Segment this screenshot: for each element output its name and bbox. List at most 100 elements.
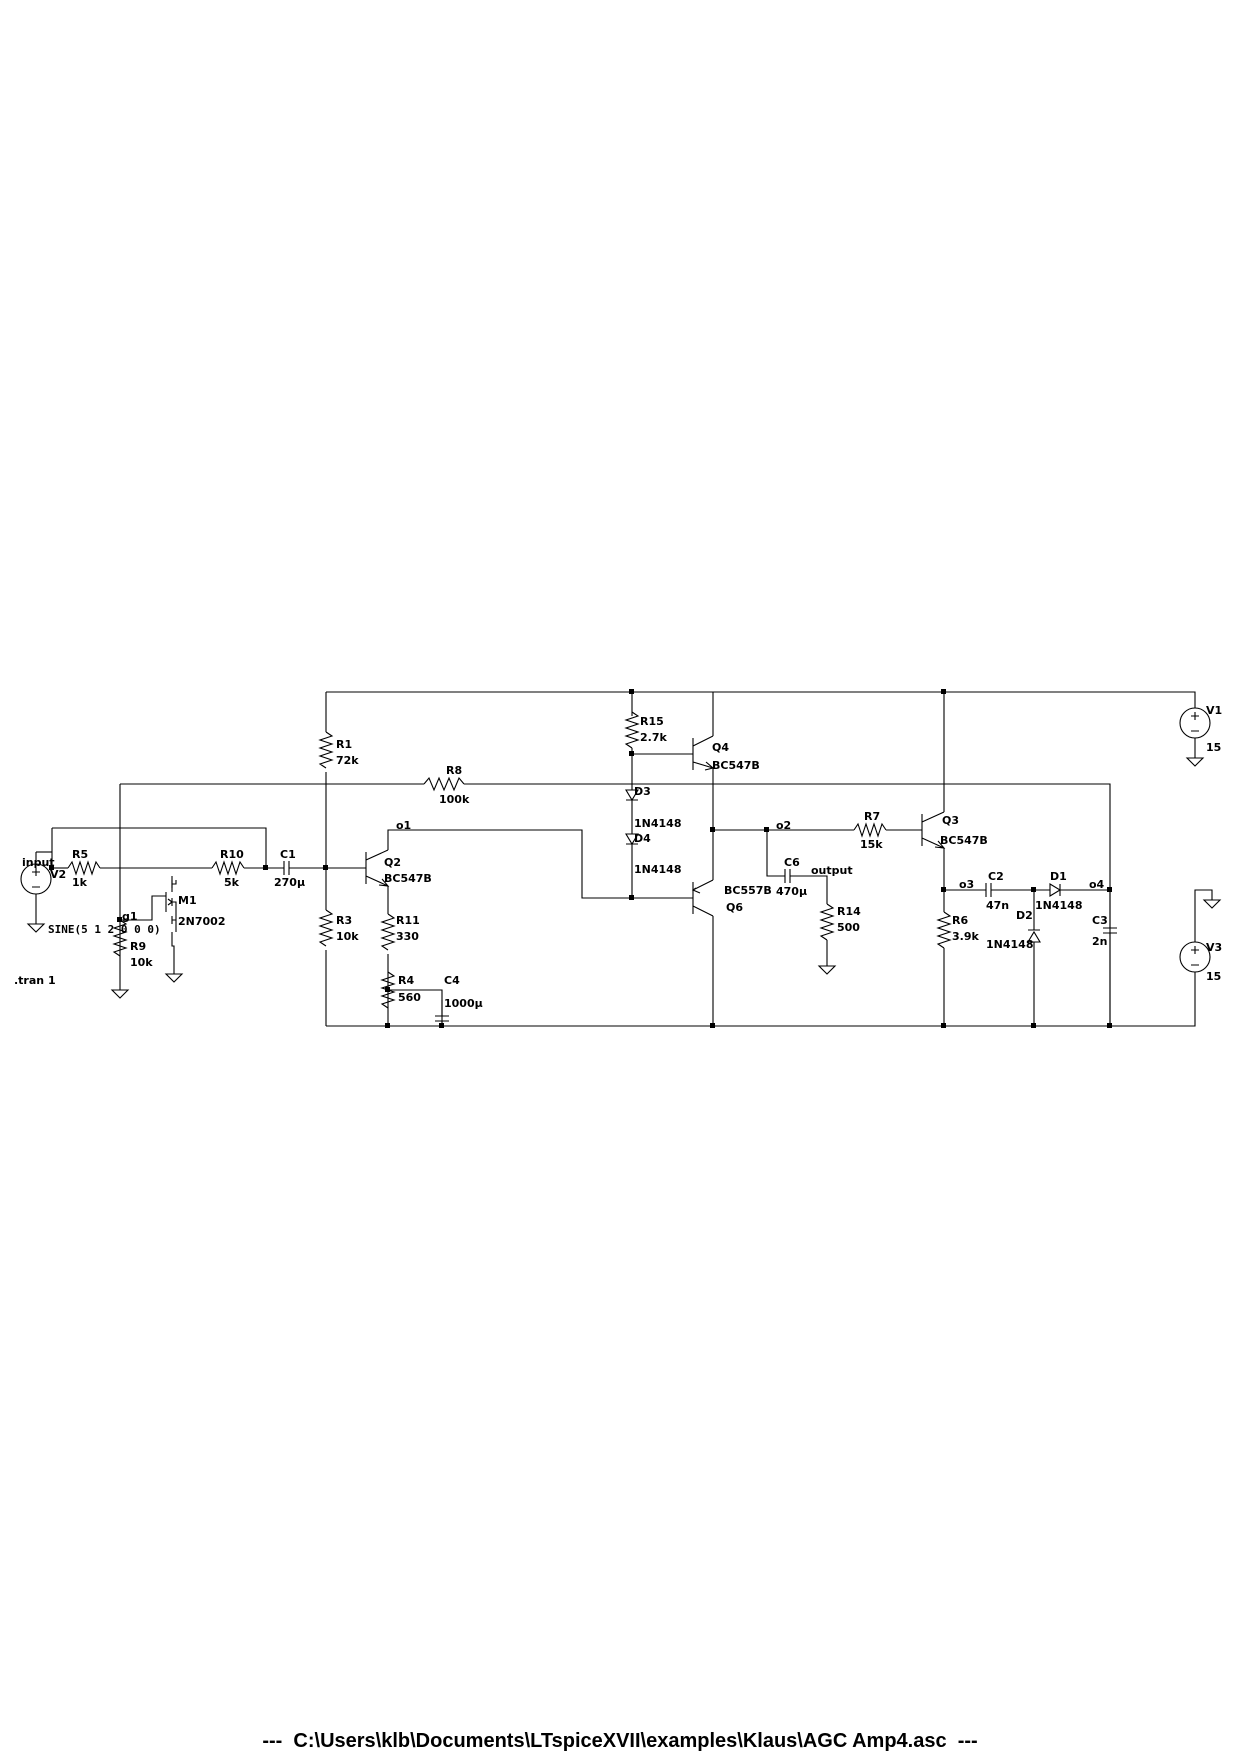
resistor-r15 (624, 711, 640, 749)
resistor-r11 (380, 913, 396, 951)
r8-name: R8 (446, 764, 462, 777)
resistor-r1 (318, 731, 334, 769)
r6-value: 3.9k (952, 930, 979, 943)
diode-d3 (625, 789, 639, 806)
r1-name: R1 (336, 738, 352, 751)
c2-value: 47n (986, 899, 1009, 912)
r4-value: 560 (398, 991, 421, 1004)
r6-name: R6 (952, 914, 968, 927)
q4-name: Q4 (712, 741, 729, 754)
v3-name: V3 (1206, 941, 1222, 954)
capacitor-c1 (280, 861, 296, 875)
net-label-o4: o4 (1089, 878, 1105, 891)
d4-name: D4 (634, 832, 651, 845)
capacitor-c6 (784, 869, 793, 883)
c4-name: C4 (444, 974, 460, 987)
resistor-r5 (67, 860, 101, 876)
resistor-r6 (936, 911, 952, 949)
net-label-g1: g1 (122, 910, 138, 923)
resistor-r4 (380, 971, 396, 1009)
spice-directive: .tran 1 (14, 974, 56, 987)
file-path-footer: --- C:\Users\klb\Documents\LTspiceXVII\e… (262, 1730, 978, 1752)
voltage-source-v2 (20, 863, 52, 895)
capacitor-c2 (985, 883, 994, 897)
r9-value: 10k (130, 956, 153, 969)
resistor-r9 (112, 919, 128, 957)
r3-name: R3 (336, 914, 352, 927)
m1-name: M1 (178, 894, 197, 907)
c1-name: C1 (280, 848, 296, 861)
d2-name: D2 (1016, 909, 1033, 922)
r11-name: R11 (396, 914, 420, 927)
r8-value: 100k (439, 793, 470, 806)
c3-name: C3 (1092, 914, 1108, 927)
q6-value: BC557B (724, 884, 772, 897)
d2-value: 1N4148 (986, 938, 1033, 951)
c3-value: 2n (1092, 935, 1108, 948)
junctions (49, 689, 1112, 1028)
transistor-q3 (921, 811, 946, 849)
diode-d4 (625, 833, 639, 850)
component-labels: V1 15 V2 SINE(5 1 2 0 0 0) V3 15 R1 72k … (14, 704, 1222, 1010)
r4-name: R4 (398, 974, 414, 987)
v3-value: 15 (1206, 970, 1221, 983)
r10-value: 5k (224, 876, 240, 889)
transistor-q4 (692, 735, 715, 771)
c1-value: 270µ (274, 876, 305, 889)
net-label-o1: o1 (396, 819, 411, 832)
v1-value: 15 (1206, 741, 1221, 754)
r15-name: R15 (640, 715, 664, 728)
r10-name: R10 (220, 848, 244, 861)
c6-value: 470µ (776, 885, 807, 898)
resistor-r10 (211, 860, 245, 876)
diode-d2 (1027, 924, 1041, 943)
resistor-r14 (819, 903, 835, 941)
wires (35, 691, 1213, 1027)
r15-value: 2.7k (640, 731, 667, 744)
r3-value: 10k (336, 930, 359, 943)
r5-value: 1k (72, 876, 88, 889)
voltage-source-v3 (1179, 941, 1211, 973)
v1-name: V1 (1206, 704, 1222, 717)
net-label-o3: o3 (959, 878, 974, 891)
q2-value: BC547B (384, 872, 432, 885)
resistor-r7 (853, 822, 887, 838)
d3-name: D3 (634, 785, 651, 798)
voltage-source-v1 (1179, 707, 1211, 739)
d3-value: 1N4148 (634, 817, 681, 830)
transistor-q2 (365, 849, 390, 887)
q6-name: Q6 (726, 901, 743, 914)
q3-name: Q3 (942, 814, 959, 827)
resistor-r8 (423, 776, 465, 792)
r9-name: R9 (130, 940, 146, 953)
m1-value: 2N7002 (178, 915, 225, 928)
mosfet-m1 (165, 880, 177, 932)
r7-name: R7 (864, 810, 880, 823)
diode-d1 (1049, 883, 1064, 897)
capacitor-c3 (1103, 927, 1117, 936)
d1-name: D1 (1050, 870, 1067, 883)
net-label-input: input (22, 856, 55, 869)
c2-name: C2 (988, 870, 1004, 883)
r5-name: R5 (72, 848, 88, 861)
q4-value: BC547B (712, 759, 760, 772)
q3-value: BC547B (940, 834, 988, 847)
d4-value: 1N4148 (634, 863, 681, 876)
transistor-q6 (691, 879, 714, 917)
capacitor-c4 (435, 1015, 449, 1026)
net-label-output: output (811, 864, 853, 877)
r14-name: R14 (837, 905, 861, 918)
v2-name: V2 (50, 868, 66, 881)
resistor-r3 (318, 909, 334, 947)
ground-symbols (26, 757, 1222, 999)
r7-value: 15k (860, 838, 883, 851)
c6-name: C6 (784, 856, 800, 869)
net-label-o2: o2 (776, 819, 791, 832)
r11-value: 330 (396, 930, 419, 943)
d1-value: 1N4148 (1035, 899, 1082, 912)
v2-value: SINE(5 1 2 0 0 0) (48, 923, 161, 936)
q2-name: Q2 (384, 856, 401, 869)
net-labels: input g1 o1 o2 output o3 o4 (22, 819, 1105, 923)
r14-value: 500 (837, 921, 860, 934)
